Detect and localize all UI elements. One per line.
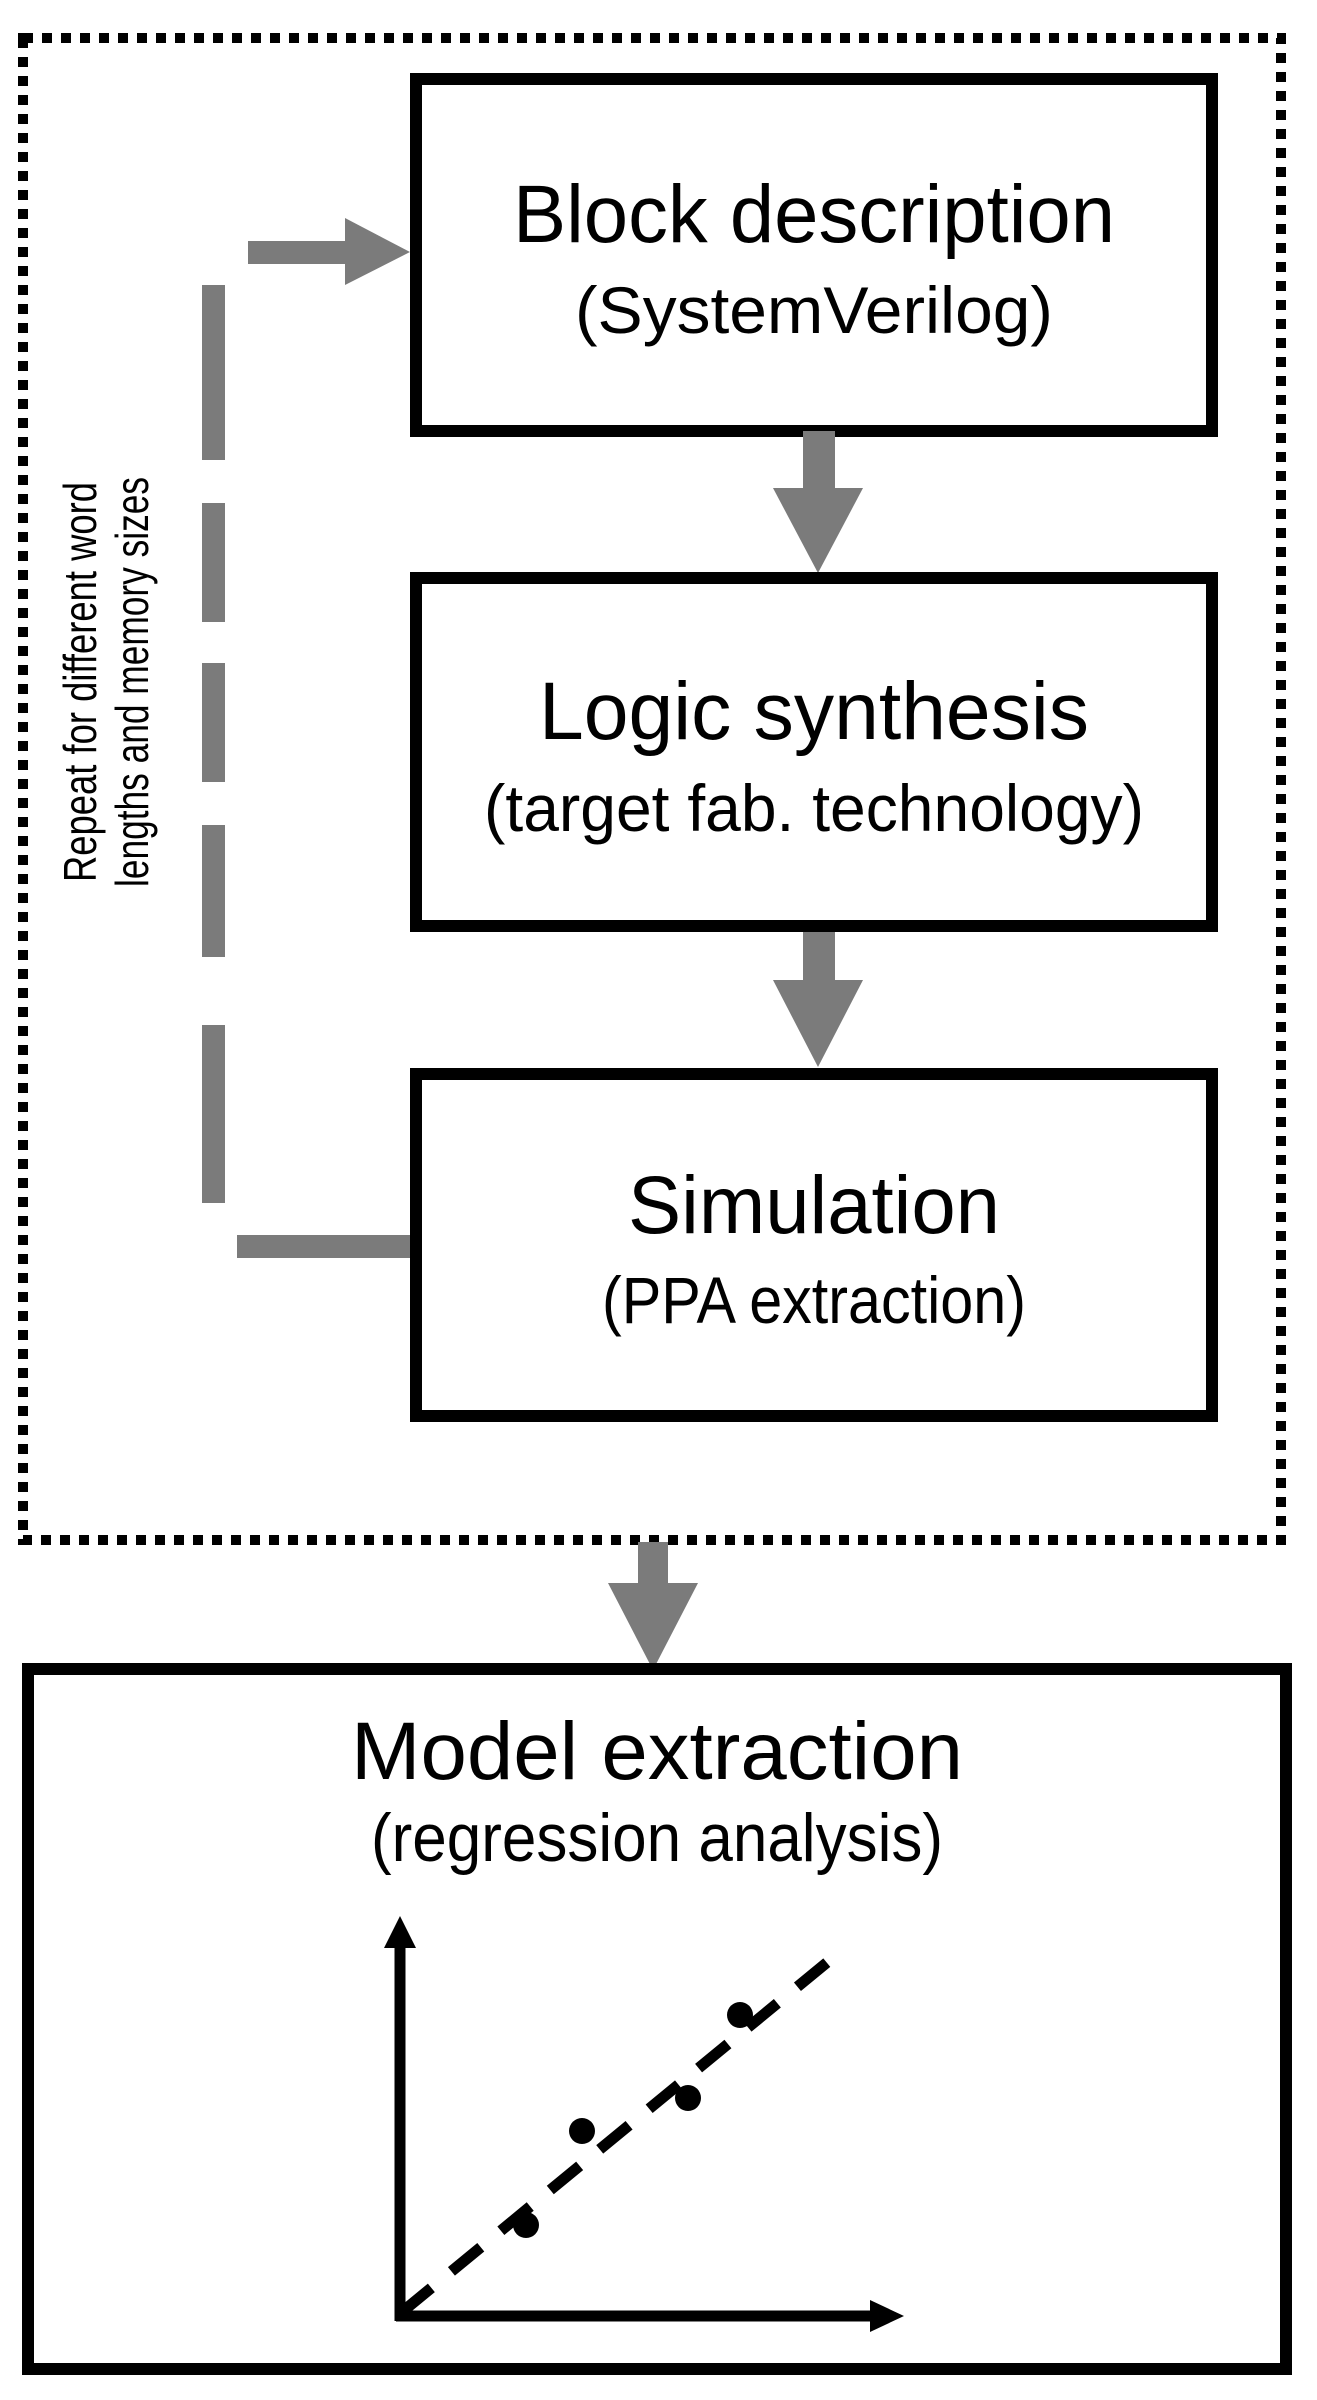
simulation-box — [410, 1068, 1218, 1422]
logic-synthesis-title: Logic synthesis — [539, 666, 1089, 757]
scatter-y-axis-arrowhead-icon — [384, 1916, 416, 1948]
arrow-block-to-synthesis-icon — [773, 431, 863, 573]
block-description-title: Block description — [513, 169, 1115, 260]
iteration-loop-boundary — [18, 33, 1286, 1545]
model-extraction-title: Model extraction — [351, 1706, 963, 1797]
arrow-loop-to-model-extraction-icon — [608, 1542, 698, 1670]
arrow-shaft — [803, 431, 835, 488]
model-extraction-box — [22, 1663, 1292, 2375]
regression-scatter-plot — [384, 1916, 904, 2332]
scatter-point — [727, 2002, 753, 2028]
simulation-title: Simulation — [628, 1160, 1000, 1251]
loop-arrow-head — [345, 218, 410, 285]
scatter-point — [675, 2085, 701, 2111]
scatter-point — [569, 2118, 595, 2144]
arrow-head — [773, 980, 863, 1067]
model-extraction-subtitle: (regression analysis) — [371, 1800, 943, 1876]
loop-feedback-horizontal-segment — [237, 1235, 417, 1258]
logic-synthesis-box — [410, 572, 1218, 932]
arrow-shaft — [638, 1542, 668, 1583]
arrow-head — [608, 1583, 698, 1670]
block-description-box — [410, 73, 1218, 437]
simulation-subtitle: (PPA extraction) — [602, 1263, 1026, 1337]
regression-dashed-line — [398, 1955, 834, 2317]
scatter-point — [513, 2212, 539, 2238]
loop-arrow-shaft — [248, 241, 345, 264]
arrow-synthesis-to-simulation-icon — [773, 932, 863, 1067]
scatter-x-axis-arrowhead-icon — [870, 2300, 904, 2332]
loop-arrow-into-block-description-icon — [248, 218, 410, 285]
logic-synthesis-subtitle: (target fab. technology) — [484, 771, 1144, 845]
arrow-shaft — [803, 932, 835, 980]
block-description-subtitle: (SystemVerilog) — [575, 273, 1053, 347]
loop-label-line1: Repeat for different word — [54, 482, 106, 882]
loop-label-line2: lengths and memory sizes — [106, 477, 158, 887]
arrow-head — [773, 488, 863, 573]
